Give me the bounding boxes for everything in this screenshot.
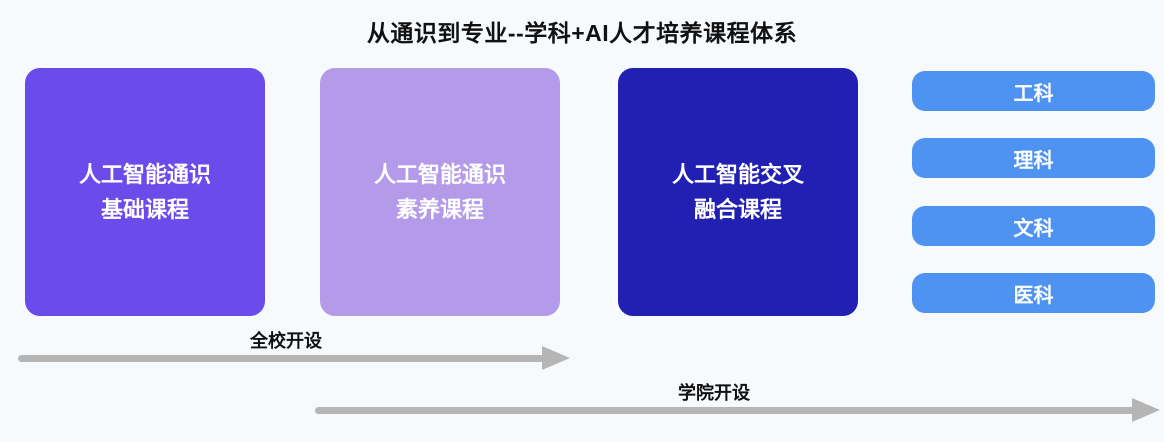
arrow-label-campus-wide: 全校开设 (250, 331, 322, 351)
arrow-line (18, 354, 544, 362)
pill-label: 文科 (1013, 217, 1054, 240)
card-label-line1: 人工智能通识 (78, 161, 211, 187)
card-label-line1: 人工智能交叉 (671, 161, 804, 187)
card-label-line2: 融合课程 (693, 197, 782, 222)
arrow-label-college-offered: 学院开设 (678, 383, 750, 403)
pill-medicine: 医科 (912, 273, 1155, 313)
card-label-line2: 素养课程 (395, 197, 484, 222)
pill-label: 工科 (1013, 82, 1054, 105)
card-ai-general-literacy-courses: 人工智能通识 素养课程 (320, 68, 560, 316)
arrow-head-icon (1132, 398, 1160, 422)
card-ai-cross-fusion-courses: 人工智能交叉 融合课程 (618, 68, 858, 316)
card-ai-general-basic-courses: 人工智能通识 基础课程 (25, 68, 265, 316)
arrow-campus-wide (18, 346, 570, 370)
card-label: 人工智能通识 素养课程 (374, 157, 506, 227)
diagram-title: 从通识到专业--学科+AI人才培养课程体系 (366, 20, 798, 46)
pill-science: 理科 (912, 138, 1155, 178)
card-label-line1: 人工智能通识 (373, 161, 506, 187)
card-label: 人工智能通识 基础课程 (79, 157, 211, 227)
arrow-college-offered (315, 398, 1160, 422)
card-label: 人工智能交叉 融合课程 (672, 157, 804, 227)
pill-label: 医科 (1013, 284, 1054, 307)
arrow-head-icon (542, 346, 570, 370)
pill-liberal-arts: 文科 (912, 206, 1155, 246)
pill-engineering: 工科 (912, 71, 1155, 111)
card-label-line2: 基础课程 (100, 197, 189, 222)
arrow-line (315, 406, 1134, 414)
pill-label: 理科 (1013, 149, 1054, 172)
